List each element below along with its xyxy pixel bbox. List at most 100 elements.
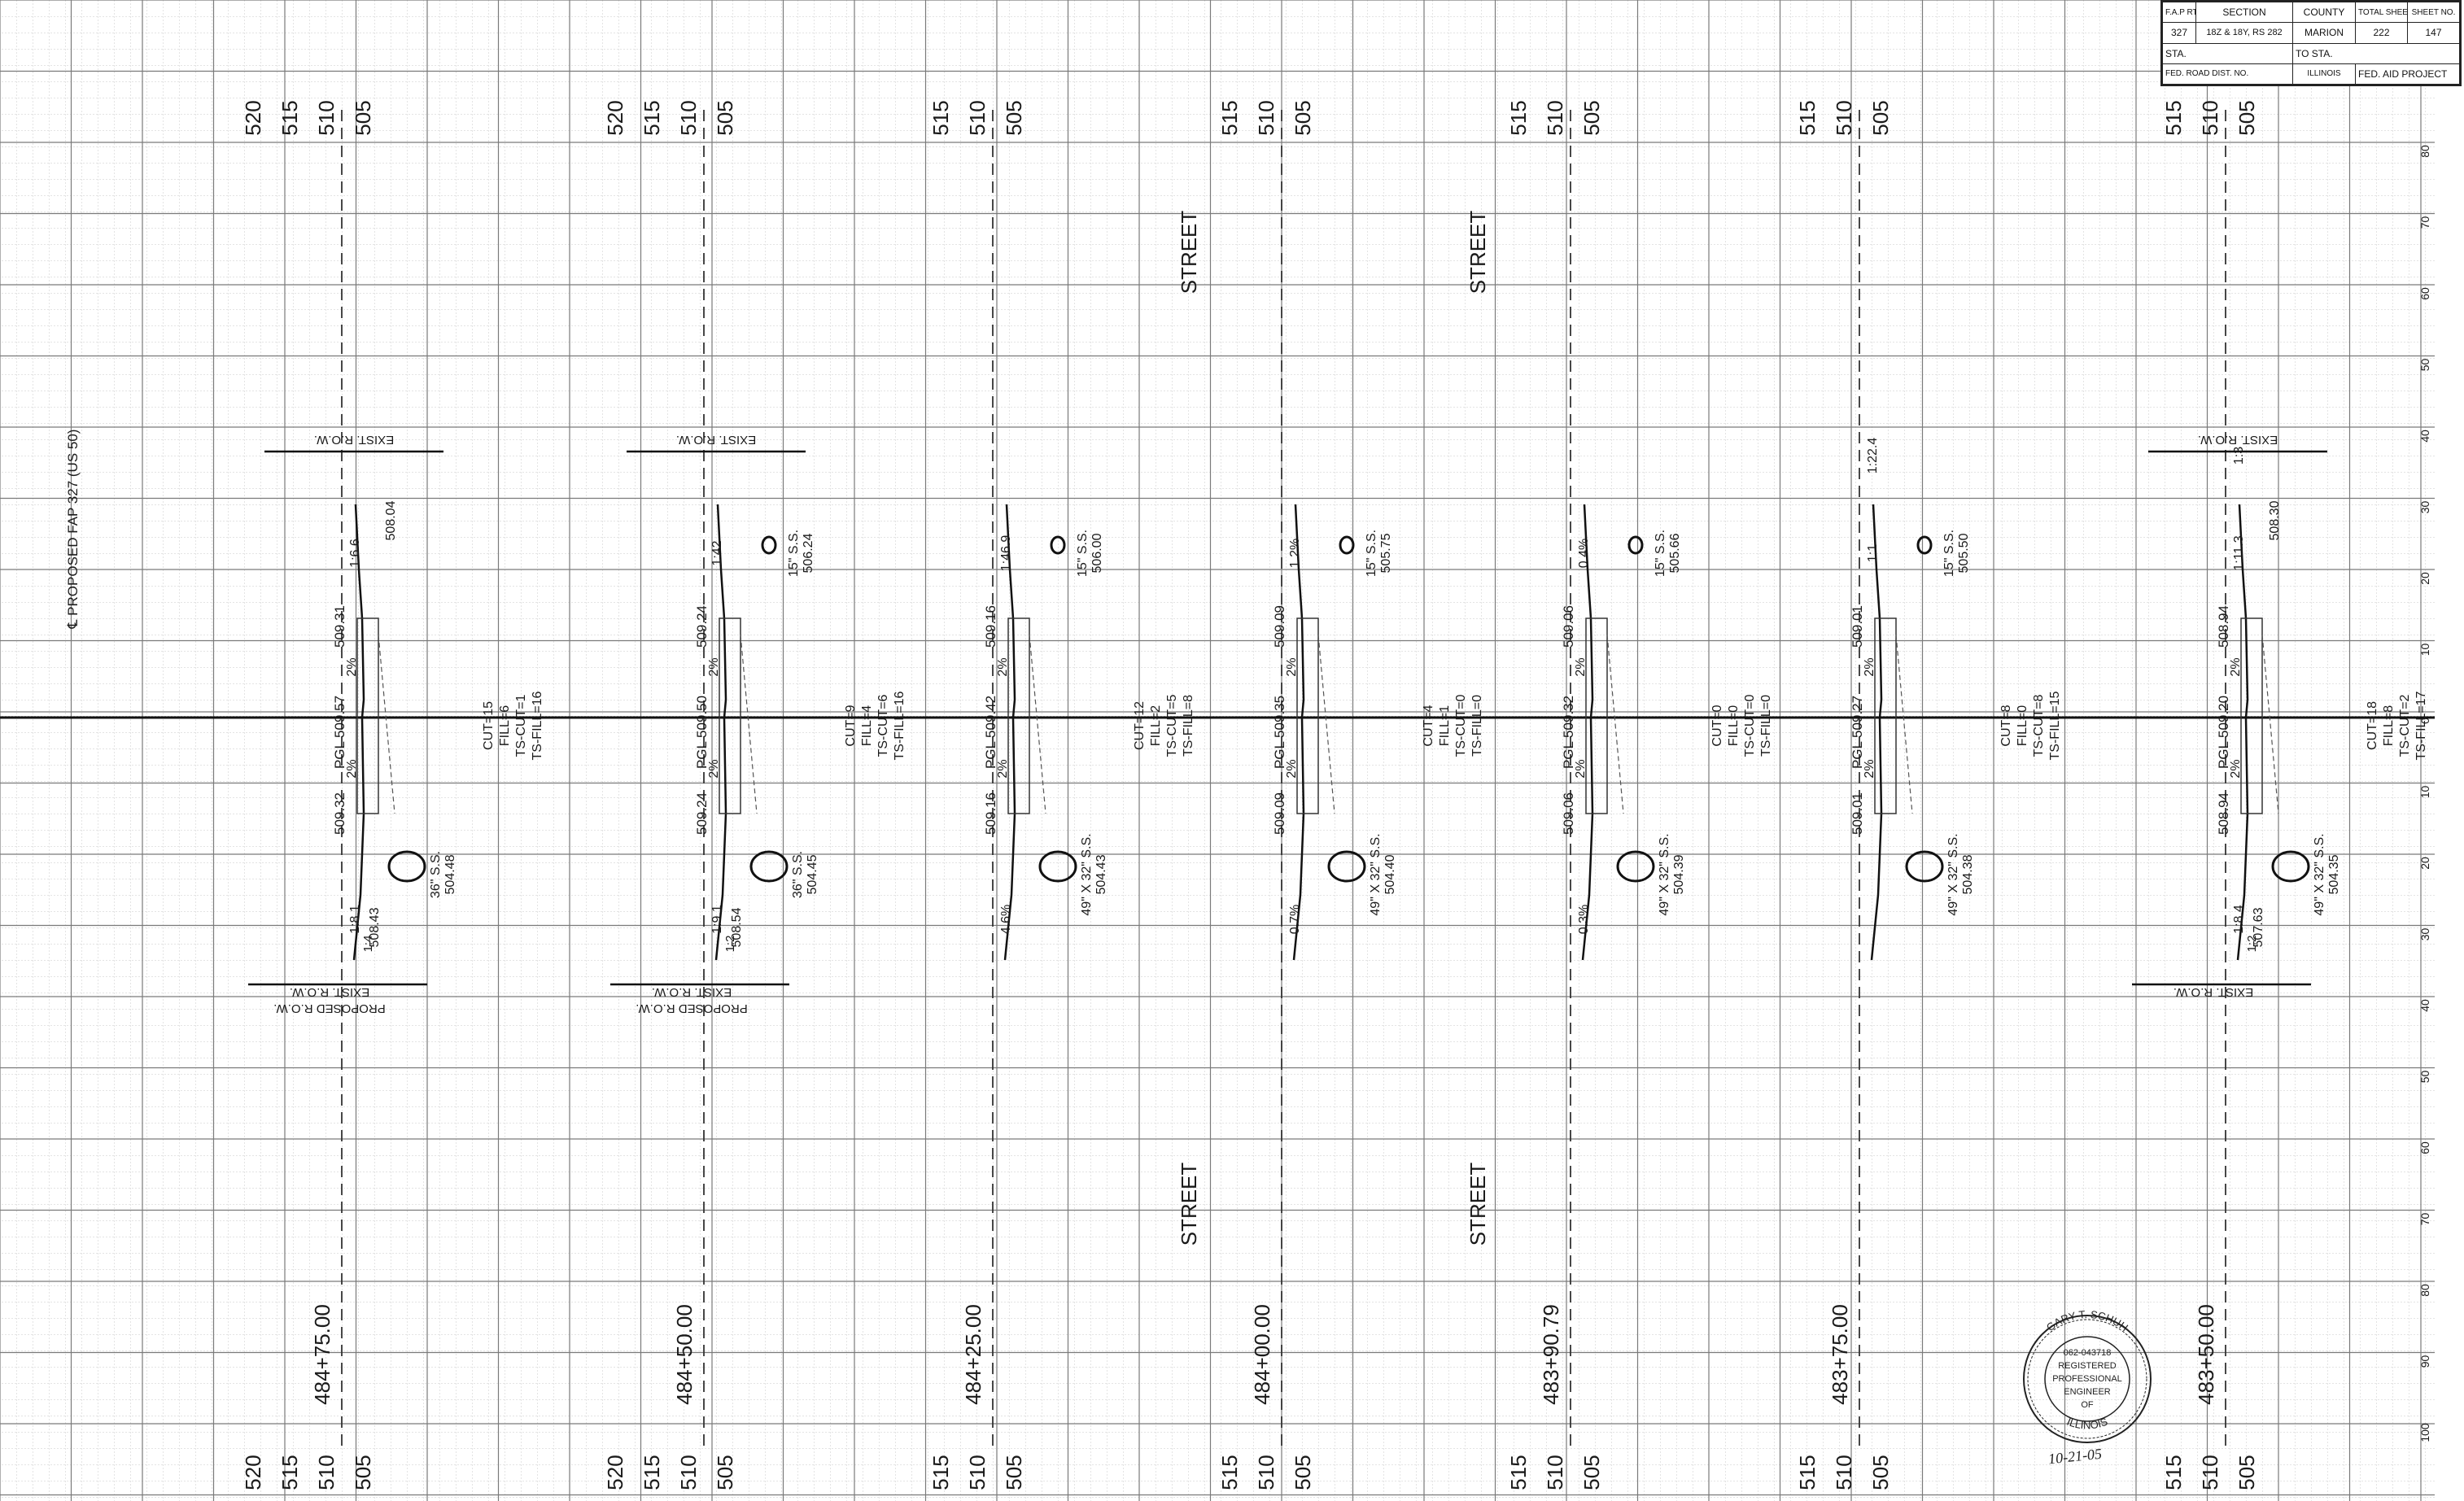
elevation-label-top: 505 xyxy=(2235,100,2259,135)
pipe-size-label: 49" X 32" S.S. xyxy=(1080,833,1094,915)
street-label-bottom: STREET xyxy=(1466,1163,1490,1246)
station-label: 484+75.00 xyxy=(310,1304,334,1405)
pipe-size-label: 49" X 32" S.S. xyxy=(1369,833,1383,915)
lower-toe-elevation: 508.43 xyxy=(368,907,382,947)
lower-slope-label: 2% xyxy=(1285,759,1299,778)
upper-side-slope: 1:11.3 xyxy=(2232,535,2246,570)
pavement-box xyxy=(719,617,741,814)
pipe-culvert-icon xyxy=(1038,850,1077,883)
upper-toe-elevation: 508.30 xyxy=(2268,500,2282,540)
offset-label: 70 xyxy=(2418,1213,2431,1226)
ground-profile xyxy=(1581,504,1594,961)
earthwork-value: CUT=9 xyxy=(844,705,858,746)
svg-text:GARY T. SCHUH: GARY T. SCHUH xyxy=(2044,1308,2130,1333)
proposed-row-label: PROPOSED R.O.W. xyxy=(636,1001,748,1015)
offset-label: 90 xyxy=(2418,1355,2431,1368)
lower-edge-elevation: 509.32 xyxy=(332,792,347,835)
elevation-label-bottom: 505 xyxy=(1002,1455,1026,1490)
upper-row-label: EXIST. R.O.W. xyxy=(2198,433,2278,447)
station-label: 483+50.00 xyxy=(2194,1304,2218,1405)
pipe-elevation-label: 504.38 xyxy=(1961,854,1975,894)
elevation-label-bottom: 515 xyxy=(1795,1455,1820,1490)
seal-ring-top: GARY T. SCHUH xyxy=(2044,1308,2130,1333)
pipe-culvert-icon xyxy=(387,850,426,883)
elevation-label-top: 510 xyxy=(965,100,990,135)
upper-pipe-size: 15" S.S. xyxy=(1942,530,1956,577)
elevation-label-bottom: 510 xyxy=(314,1455,339,1490)
pavement-box xyxy=(2240,617,2263,814)
seal-line-3: PROFESSIONAL xyxy=(2052,1374,2122,1384)
fed-road-dist-label: FED. ROAD DIST. NO. xyxy=(2162,63,2293,85)
upper-pipe-size: 15" S.S. xyxy=(787,530,801,577)
pgl-label: PGL 509.57 xyxy=(332,696,347,769)
offset-label: 10 xyxy=(2418,644,2431,657)
offset-label: 40 xyxy=(2418,999,2431,1012)
offset-label: 50 xyxy=(2418,359,2431,372)
ground-profile xyxy=(1003,504,1016,961)
seal-date: 10-21-05 xyxy=(2047,1446,2103,1464)
lower-toe-elevation: 508.54 xyxy=(730,907,744,947)
upper-slope-label: 2% xyxy=(1863,657,1876,676)
elevation-label-top: 515 xyxy=(2161,100,2186,135)
upper-slope-label: 2% xyxy=(1285,657,1299,676)
upper-pipe-elevation: 505.50 xyxy=(1957,533,1971,573)
upper-slope-label: 2% xyxy=(2229,657,2243,676)
elevation-label-bottom: 520 xyxy=(241,1455,265,1490)
offset-label: 0 xyxy=(2418,718,2431,724)
seal-ring-bottom: ILLINOIS xyxy=(2065,1415,2109,1431)
sheet-no-label: SHEET NO. xyxy=(2407,1,2460,24)
lower-side-slope: 1:8.1 xyxy=(348,905,362,934)
subgrade-line xyxy=(740,634,758,814)
elevation-label-bottom: 505 xyxy=(1868,1455,1893,1490)
seal-line-4: ENGINEER xyxy=(2064,1387,2111,1397)
pgl-label: PGL 509.42 xyxy=(983,696,998,769)
earthwork-value: FILL=6 xyxy=(498,705,512,746)
elevation-label-bottom: 515 xyxy=(2161,1455,2186,1490)
upper-slope-label: 2% xyxy=(1574,657,1588,676)
elevation-label-top: 510 xyxy=(2198,100,2222,135)
upper-edge-elevation: 509.06 xyxy=(1561,605,1576,648)
section-value: 18Z & 18Y, RS 282 xyxy=(2195,22,2293,44)
lower-slope-label: 2% xyxy=(2229,759,2243,778)
pavement-box xyxy=(1585,617,1608,814)
pipe-culvert-icon xyxy=(2271,850,2310,883)
upper-pipe-size: 15" S.S. xyxy=(1365,530,1378,577)
upper-edge-elevation: 509.31 xyxy=(332,605,347,648)
upper-pipe-size: 15" S.S. xyxy=(1654,530,1667,577)
elevation-label-top: 515 xyxy=(1506,100,1531,135)
total-sheets-label: TOTAL SHEETS xyxy=(2355,1,2408,24)
sheet-no-value: 147 xyxy=(2407,22,2460,44)
pavement-box xyxy=(1874,617,1897,814)
lower-slope-label: 2% xyxy=(707,759,721,778)
elevation-label-bottom: 510 xyxy=(676,1455,701,1490)
pipe-elevation-label: 504.48 xyxy=(443,854,457,894)
station-label: 483+90.79 xyxy=(1539,1304,1563,1405)
station-label: 484+25.00 xyxy=(961,1304,985,1405)
earthwork-value: TS-CUT=0 xyxy=(1743,694,1757,757)
pipe-elevation-label: 504.45 xyxy=(806,854,819,894)
earthwork-value: CUT=8 xyxy=(1999,705,2013,746)
lower-slope-label: 2% xyxy=(996,759,1010,778)
upper-side-slope: 1.2% xyxy=(1288,539,1302,568)
elevation-label-top: 505 xyxy=(1868,100,1893,135)
earthwork-value: TS-CUT=8 xyxy=(2032,694,2046,757)
elevation-label-bottom: 520 xyxy=(603,1455,627,1490)
pipe-size-label: 36" S.S. xyxy=(791,851,805,898)
offset-label: 80 xyxy=(2418,145,2431,158)
offset-label: 30 xyxy=(2418,501,2431,514)
upper-slope-label: 2% xyxy=(996,657,1010,676)
pipe-culvert-icon xyxy=(1905,850,1944,883)
to-sta-label: TO STA. xyxy=(2292,42,2460,64)
pgl-label: PGL 509.20 xyxy=(2216,696,2231,769)
station-label: 484+50.00 xyxy=(672,1304,697,1405)
offset-label: 30 xyxy=(2418,928,2431,941)
elevation-label-top: 515 xyxy=(640,100,664,135)
upper-pipe-elevation: 506.24 xyxy=(802,533,815,573)
county-value: MARION xyxy=(2292,22,2356,44)
offset-label: 70 xyxy=(2418,216,2431,229)
